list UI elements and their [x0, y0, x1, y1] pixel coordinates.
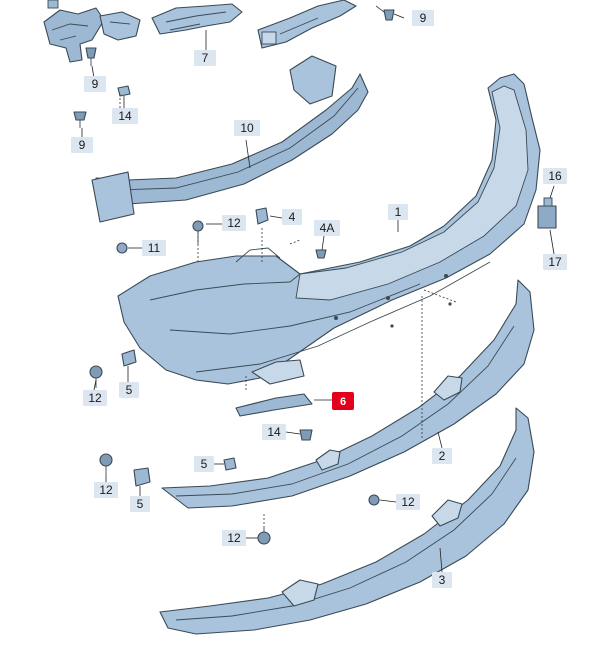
callout-9: 9 — [84, 76, 106, 92]
svg-text:5: 5 — [137, 497, 144, 511]
svg-text:17: 17 — [548, 255, 562, 269]
callout-4A: 4A — [314, 220, 340, 236]
callout-7: 7 — [194, 50, 216, 66]
callout-17: 17 — [543, 254, 567, 270]
nut-part — [116, 242, 128, 254]
mounting-bracket-left — [43, 0, 105, 63]
screw-part — [315, 249, 327, 259]
svg-text:11: 11 — [148, 241, 161, 255]
callout-11: 11 — [142, 240, 166, 256]
clip-part — [121, 349, 137, 367]
screw-part — [375, 5, 395, 21]
guide-bracket-7 — [151, 3, 243, 35]
callout-5: 5 — [130, 496, 150, 512]
screw-part — [99, 453, 113, 478]
svg-text:7: 7 — [202, 51, 209, 65]
callout-5: 5 — [119, 382, 139, 398]
svg-text:5: 5 — [126, 383, 133, 397]
diffuser-spoiler-2 — [161, 279, 535, 509]
screw-part — [257, 526, 271, 545]
sensor-holder-part — [537, 197, 557, 229]
svg-text:12: 12 — [88, 391, 102, 405]
svg-text:12: 12 — [401, 495, 415, 509]
callout-1: 1 — [388, 204, 408, 220]
clip-part — [133, 467, 151, 487]
mounting-bracket-center-left — [99, 11, 141, 41]
callout-10: 10 — [234, 120, 260, 136]
svg-text:1: 1 — [395, 205, 402, 219]
clip-part — [223, 457, 237, 471]
callout-9: 9 — [412, 10, 434, 26]
callout-16: 16 — [543, 168, 567, 184]
svg-text:9: 9 — [92, 77, 99, 91]
impact-bar-10 — [91, 55, 369, 223]
callout-12: 12 — [222, 530, 246, 546]
callout-3: 3 — [432, 572, 452, 588]
callout-4: 4 — [282, 209, 302, 225]
svg-text:16: 16 — [548, 169, 562, 183]
mounting-bracket-right — [257, 0, 357, 49]
callout-5: 5 — [194, 456, 214, 472]
svg-text:4A: 4A — [320, 221, 335, 235]
svg-text:10: 10 — [240, 121, 254, 135]
svg-text:12: 12 — [227, 531, 241, 545]
callout-12: 12 — [222, 215, 246, 231]
callout-12: 12 — [396, 494, 420, 510]
clip-part — [117, 85, 131, 97]
svg-text:9: 9 — [420, 11, 427, 25]
callout-14: 14 — [112, 108, 138, 124]
callout-2: 2 — [432, 448, 452, 464]
callout-12: 12 — [83, 390, 107, 406]
callout-12: 12 — [94, 482, 118, 498]
svg-text:12: 12 — [99, 483, 113, 497]
leader-lines — [81, 13, 555, 573]
svg-text:9: 9 — [79, 138, 86, 152]
svg-text:6: 6 — [340, 396, 346, 408]
svg-text:2: 2 — [439, 449, 446, 463]
screw-part — [89, 365, 103, 388]
clip-part — [255, 207, 269, 225]
callout-9: 9 — [71, 137, 93, 153]
screw-part — [85, 47, 97, 66]
callout-6-highlighted: 6 — [332, 392, 354, 410]
screw-part — [299, 429, 313, 441]
svg-text:12: 12 — [227, 216, 241, 230]
svg-text:3: 3 — [439, 573, 446, 587]
svg-text:5: 5 — [201, 457, 208, 471]
callout-14: 14 — [262, 424, 286, 440]
screw-part — [73, 111, 87, 128]
svg-text:4: 4 — [289, 210, 296, 224]
screw-part — [368, 494, 380, 506]
trim-strip-6 — [235, 393, 313, 417]
diffuser-trim-3 — [159, 407, 535, 635]
svg-text:14: 14 — [267, 425, 281, 439]
svg-text:14: 14 — [118, 109, 132, 123]
bumper-cover-1 — [117, 73, 541, 385]
